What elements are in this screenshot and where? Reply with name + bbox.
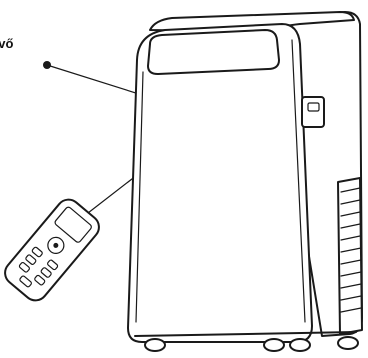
remote-body xyxy=(4,198,100,302)
wheels xyxy=(144,336,359,352)
air-conditioner-unit xyxy=(127,11,363,352)
unit-front xyxy=(127,23,313,343)
remote-control xyxy=(4,198,100,302)
side-grille xyxy=(337,177,363,335)
front-edge-line xyxy=(135,71,144,323)
control-panel-window xyxy=(147,29,280,75)
side-handle-slot xyxy=(307,102,320,112)
remote-dpad xyxy=(47,236,65,255)
side-handle xyxy=(301,96,325,128)
remote-display xyxy=(54,206,92,243)
front-edge-line-right xyxy=(291,39,306,323)
base-edge xyxy=(134,331,357,337)
callout-label: evő xyxy=(0,36,14,51)
